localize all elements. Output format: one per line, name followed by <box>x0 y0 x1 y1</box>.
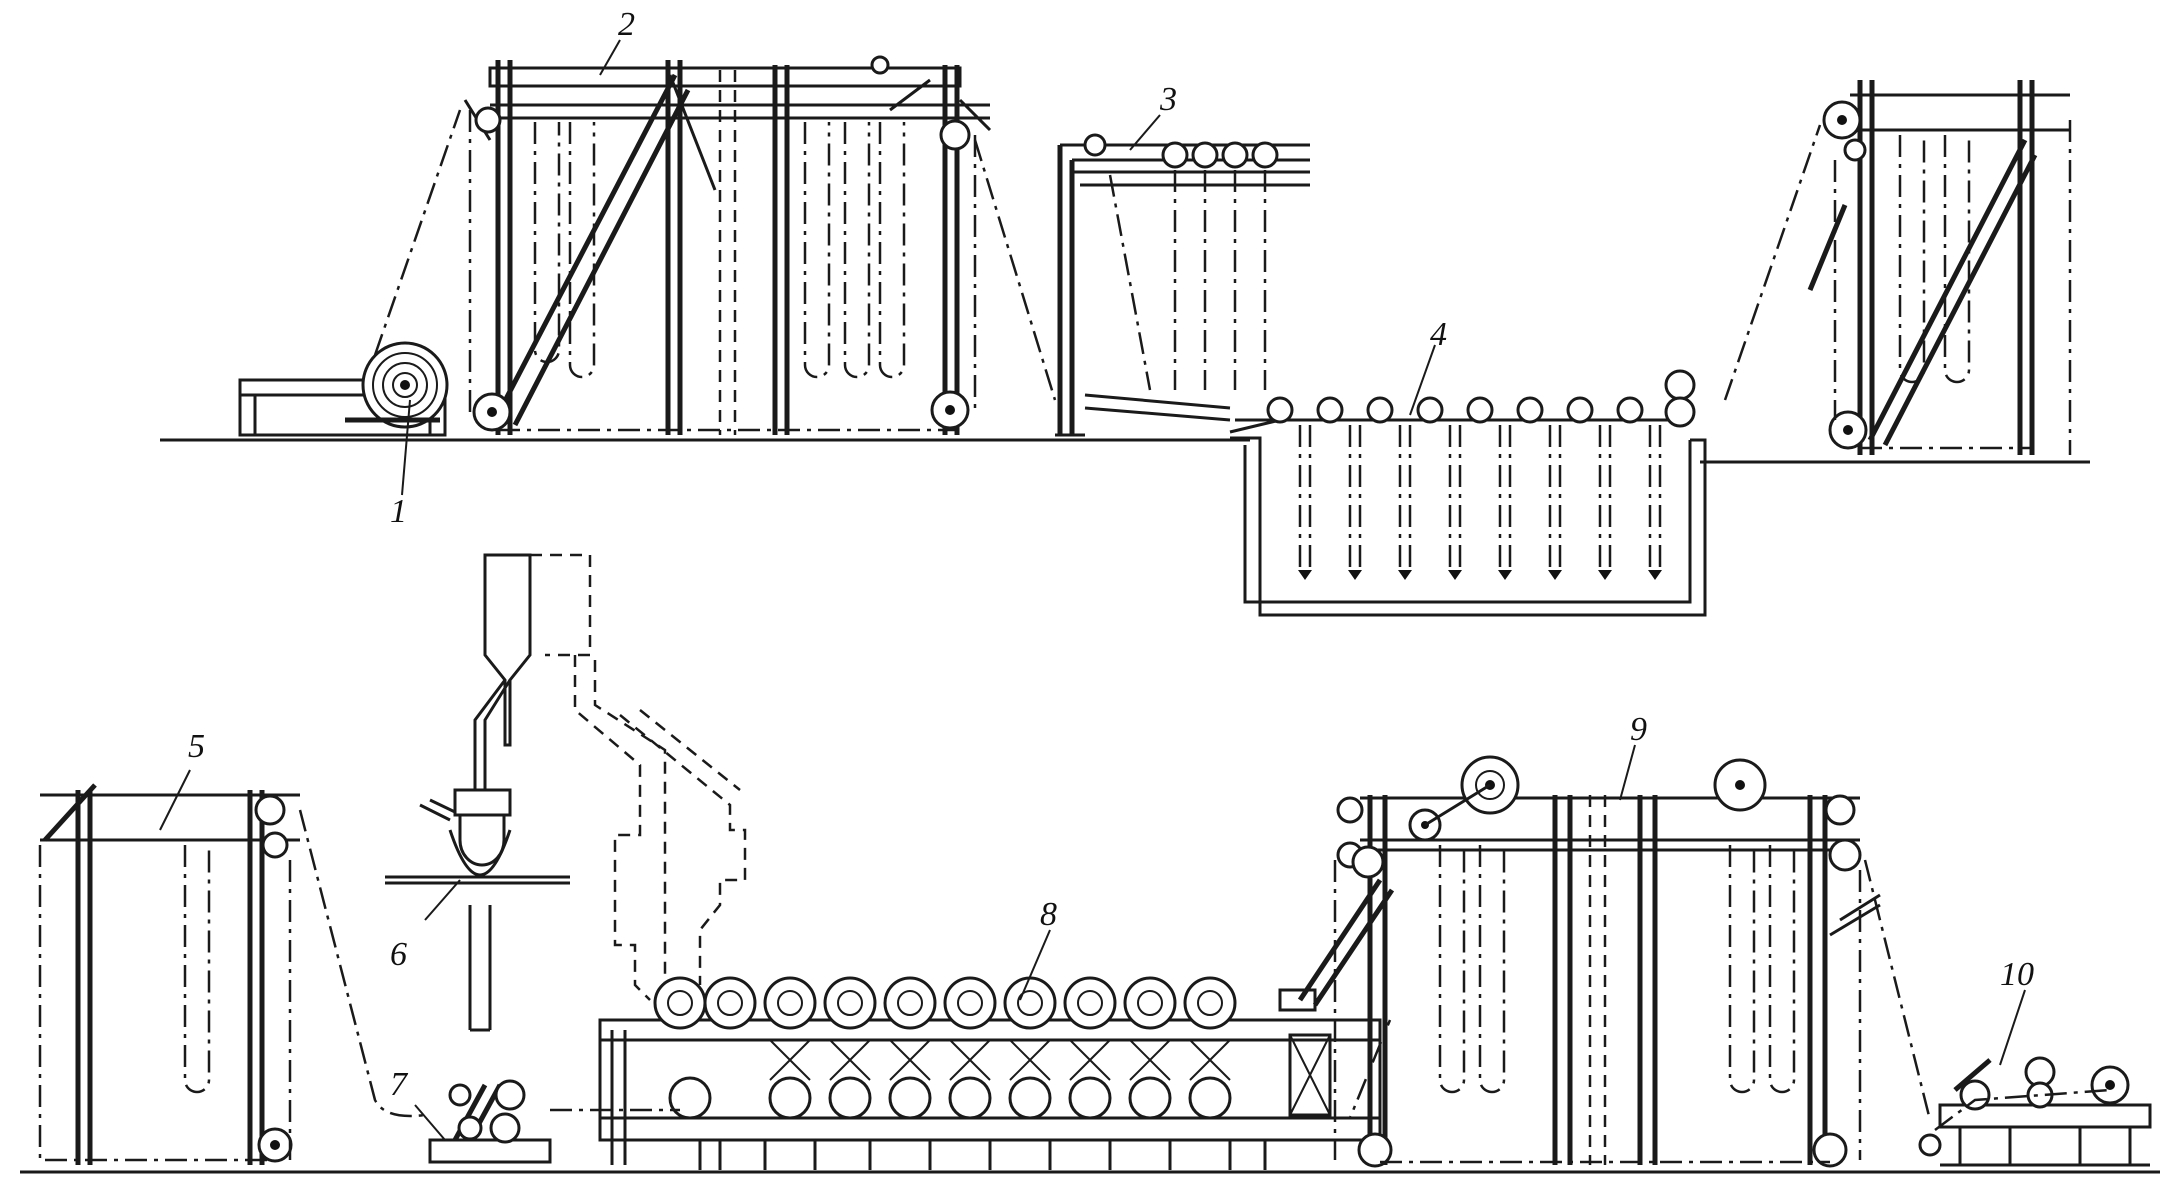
label-2: 2 <box>618 6 635 43</box>
accumulator-frame-4 <box>1297 755 1932 1168</box>
bath-loops <box>1298 425 1662 580</box>
label-1: 1 <box>390 493 407 530</box>
top-floor-line <box>160 438 2090 464</box>
dryer-cylinders-top <box>653 976 1237 1030</box>
label-4: 4 <box>1430 316 1447 353</box>
impregnation-feed <box>1055 133 1310 437</box>
dosing-unit <box>385 553 747 1032</box>
accumulator-frame-2 <box>1807 80 2072 455</box>
impregnation-bath <box>1229 369 1707 617</box>
unwind-stand <box>238 341 449 437</box>
leaders <box>159 39 2026 1141</box>
label-5: 5 <box>188 728 205 765</box>
accumulator-frame-1 <box>463 55 992 435</box>
label-10: 10 <box>2000 956 2034 993</box>
label-8: 8 <box>1040 896 1057 933</box>
label-7: 7 <box>390 1066 409 1103</box>
label-3: 3 <box>1159 81 1177 118</box>
dryer-internal-frames <box>769 1033 1332 1117</box>
callout-labels: 1 2 3 4 5 6 7 8 9 10 <box>188 6 2034 1103</box>
label-6: 6 <box>390 936 407 973</box>
web-path-top <box>373 109 1822 401</box>
top-roller-row <box>1161 141 1279 169</box>
accumulator-4-rollers <box>1336 755 1862 1168</box>
rewind-stand <box>1918 1056 2152 1167</box>
dryer-legs <box>698 1140 1267 1170</box>
label-9: 9 <box>1630 711 1647 748</box>
nip-rollers <box>428 1079 552 1164</box>
dryer-cylinders-bottom <box>668 1076 1232 1120</box>
accumulator-frame-3 <box>38 783 426 1165</box>
bath-rollers <box>1266 369 1696 428</box>
drying-machine <box>550 976 1392 1170</box>
